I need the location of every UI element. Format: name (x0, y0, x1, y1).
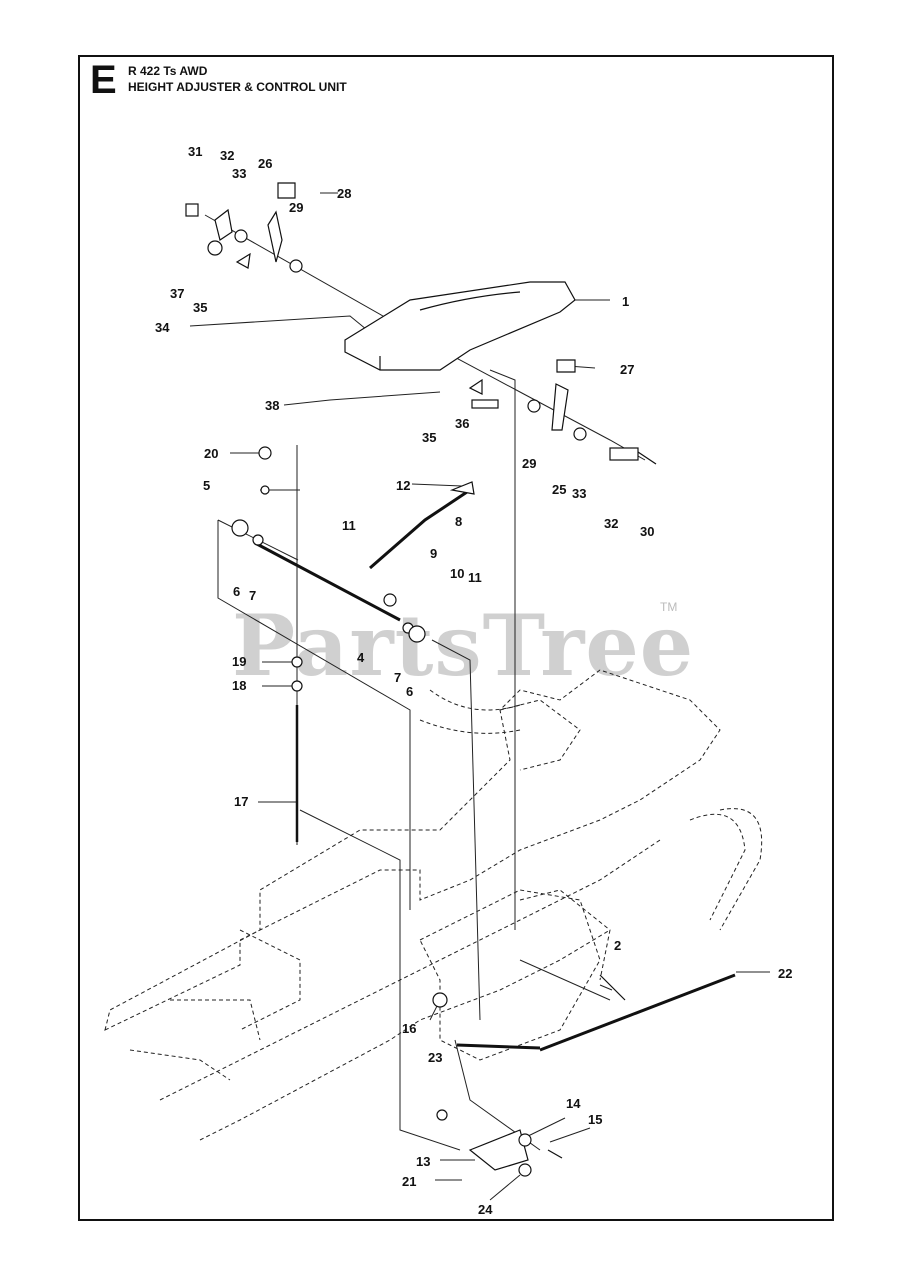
callout-24: 24 (478, 1202, 493, 1217)
callout-13: 13 (416, 1154, 430, 1169)
callout-15: 15 (588, 1112, 602, 1127)
diagram-frame (78, 55, 834, 1221)
callout-6b: 6 (406, 684, 413, 699)
diagram-subtitle: HEIGHT ADJUSTER & CONTROL UNIT (128, 80, 347, 94)
callout-10: 10 (450, 566, 464, 581)
callout-14: 14 (566, 1096, 581, 1111)
callout-11: 11 (342, 518, 356, 533)
callout-35b: 35 (422, 430, 436, 445)
callout-33b: 33 (572, 486, 586, 501)
callout-2: 2 (614, 938, 621, 953)
callout-23: 23 (428, 1050, 442, 1065)
callout-29b: 29 (522, 456, 536, 471)
callout-20: 20 (204, 446, 218, 461)
callout-25: 25 (552, 482, 566, 497)
callout-34: 34 (155, 320, 170, 335)
frame-drawing (104, 669, 763, 1141)
watermark-tm: TM (660, 600, 678, 614)
parts-drawing (185, 182, 736, 1177)
section-letter: E (90, 58, 117, 102)
callout-18: 18 (232, 678, 246, 693)
callout-26: 26 (258, 156, 272, 171)
callout-37: 37 (170, 286, 184, 301)
callout-35: 35 (193, 300, 207, 315)
callout-29: 29 (289, 200, 303, 215)
callout-16: 16 (402, 1021, 416, 1036)
callout-17: 17 (234, 794, 248, 809)
callout-22: 22 (778, 966, 792, 981)
callout-labels: 31 32 33 26 28 29 37 35 34 1 27 38 35 36… (155, 144, 792, 1217)
callout-36: 36 (455, 416, 469, 431)
callout-9: 9 (430, 546, 437, 561)
callout-4: 4 (357, 650, 365, 665)
callout-19: 19 (232, 654, 246, 669)
callout-38: 38 (265, 398, 279, 413)
callout-8: 8 (455, 514, 462, 529)
callout-31: 31 (188, 144, 202, 159)
model-title: R 422 Ts AWD (128, 64, 208, 78)
callout-30: 30 (640, 524, 654, 539)
callout-7: 7 (249, 588, 256, 603)
callout-32b: 32 (604, 516, 618, 531)
callout-7b: 7 (394, 670, 401, 685)
callout-12: 12 (396, 478, 410, 493)
callout-33: 33 (232, 166, 246, 181)
callout-21: 21 (402, 1174, 416, 1189)
callout-6: 6 (233, 584, 240, 599)
callout-1: 1 (622, 294, 629, 309)
callout-5: 5 (203, 478, 210, 493)
callout-32: 32 (220, 148, 234, 163)
callout-28: 28 (337, 186, 351, 201)
callout-27: 27 (620, 362, 634, 377)
callout-11b: 11 (468, 570, 482, 585)
